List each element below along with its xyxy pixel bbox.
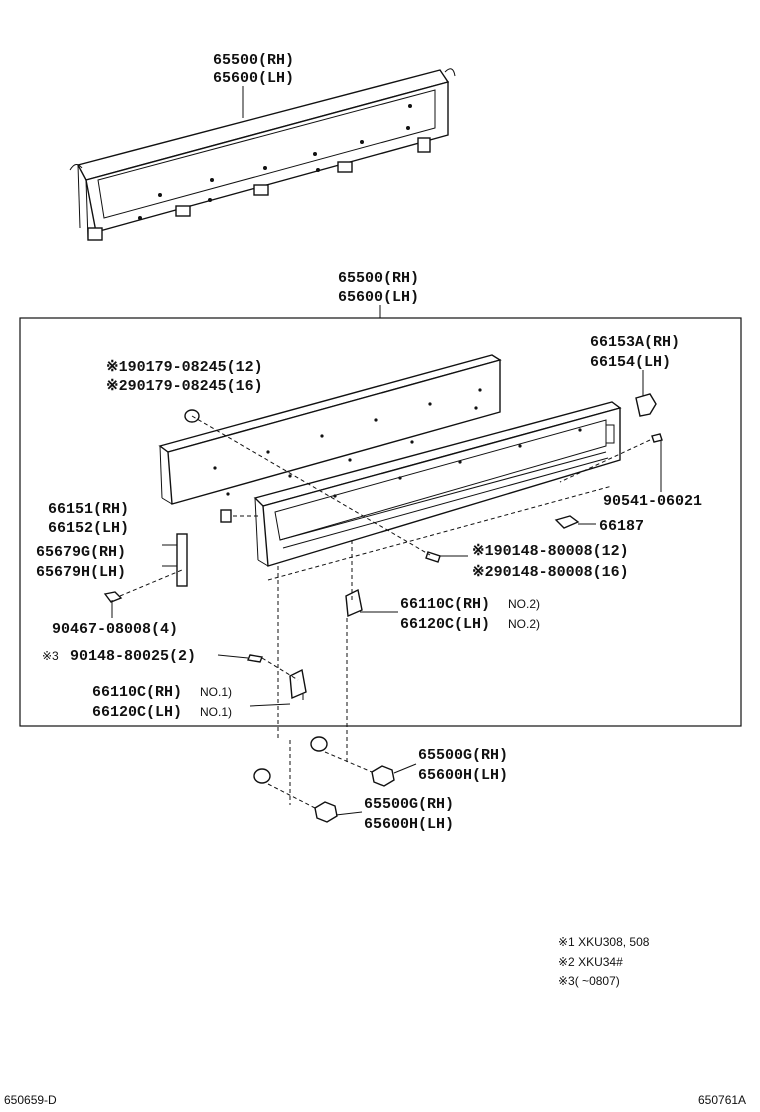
hinge-no2-icon — [345, 588, 363, 618]
label-66120c-no1: 66120C(LH) — [92, 704, 182, 721]
note-1: ※1 XKU308, 508 — [558, 935, 650, 949]
nut-icon — [103, 591, 123, 603]
label-90148-prefix: ※3 — [42, 649, 59, 663]
grommet-icon — [220, 509, 232, 523]
note-2: ※2 XKU34# — [558, 955, 623, 969]
clip-icon — [554, 515, 580, 529]
label-66120c-no2: 66120C(LH) — [400, 616, 490, 633]
label-66120c-no2-suffix: NO.2) — [508, 617, 540, 631]
bolt-icon — [247, 654, 263, 663]
label-66110c-no2-suffix: NO.2) — [508, 597, 540, 611]
label-66187: 66187 — [599, 518, 644, 535]
label-box-lh: 65600(LH) — [338, 289, 419, 306]
label-290179: ※290179-08245(16) — [106, 378, 263, 395]
label-66154: 66154(LH) — [590, 354, 671, 371]
label-top-lh: 65600(LH) — [213, 70, 294, 87]
label-66110c-no1-suffix: NO.1) — [200, 685, 232, 699]
label-66152: 66152(LH) — [48, 520, 129, 537]
label-66110c-no1: 66110C(RH) — [92, 684, 182, 701]
screw-icon — [651, 433, 663, 443]
cap-icon — [253, 768, 271, 784]
label-top-rh: 65500(RH) — [213, 52, 294, 69]
label-66120c-no1-suffix: NO.1) — [200, 705, 232, 719]
label-290148: ※290148-80008(16) — [472, 564, 629, 581]
label-65679g: 65679G(RH) — [36, 544, 126, 561]
bracket-icon — [635, 393, 657, 417]
footer-left-code: 650659-D — [4, 1093, 57, 1107]
knob-icon — [314, 801, 338, 823]
label-65679h: 65679H(LH) — [36, 564, 126, 581]
label-90467: 90467-08008(4) — [52, 621, 178, 638]
hinge-no1-icon — [289, 668, 307, 700]
label-190148: ※190148-80008(12) — [472, 543, 629, 560]
plate-icon — [176, 533, 188, 587]
inner-board — [158, 354, 502, 505]
cap-icon — [310, 736, 328, 752]
outer-frame — [253, 401, 622, 567]
label-65500g-b: 65500G(RH) — [364, 796, 454, 813]
label-66151: 66151(RH) — [48, 501, 129, 518]
label-65600h-a: 65600H(LH) — [418, 767, 508, 784]
note-3: ※3( ~0807) — [558, 974, 620, 988]
label-66110c-no2: 66110C(RH) — [400, 596, 490, 613]
knob-icon — [371, 765, 395, 787]
label-190179: ※190179-08245(12) — [106, 359, 263, 376]
label-90148: 90148-80025(2) — [70, 648, 196, 665]
label-66153a: 66153A(RH) — [590, 334, 680, 351]
footer-right-code: 650761A — [698, 1093, 746, 1107]
label-65600h-b: 65600H(LH) — [364, 816, 454, 833]
exploded-view-frame — [19, 317, 742, 727]
label-90541: 90541-06021 — [603, 493, 702, 510]
label-box-rh: 65500(RH) — [338, 270, 419, 287]
label-65500g-a: 65500G(RH) — [418, 747, 508, 764]
top-panel-assembly — [69, 68, 456, 241]
